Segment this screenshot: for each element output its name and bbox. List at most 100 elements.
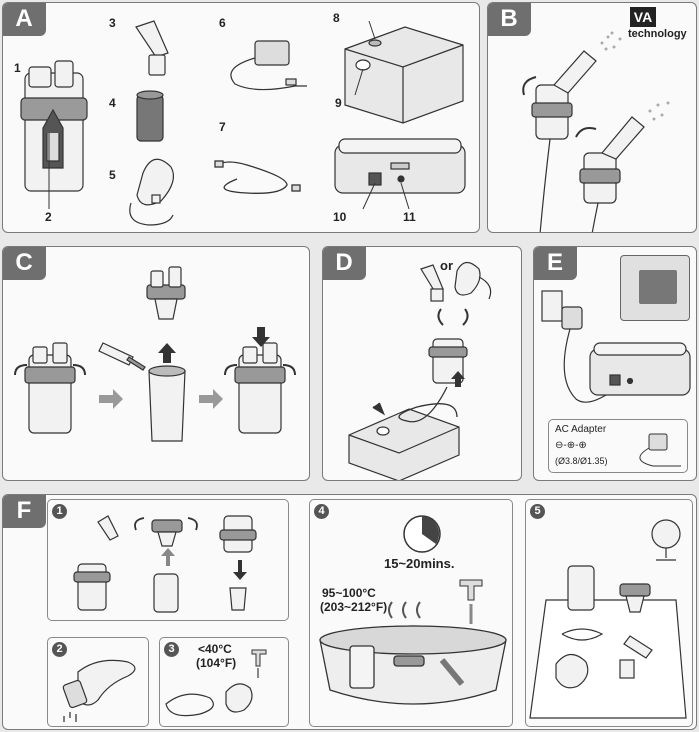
nebulizer-closed-drawing [24, 342, 76, 434]
rotate-arrow-icon [522, 76, 537, 96]
panel-f-label: F [3, 495, 46, 528]
filter-drawing [136, 90, 164, 142]
cup-filled-drawing [148, 365, 186, 442]
logo-mark: VA [630, 7, 656, 27]
push-arrow-icon [372, 402, 386, 416]
air-dry-drawing [529, 519, 687, 719]
nebulizer-drawing [428, 338, 468, 384]
mask-drawing [129, 158, 174, 226]
part-number: 7 [219, 120, 226, 134]
step-number: 4 [314, 504, 329, 519]
ac-adapter-title: AC Adapter [555, 424, 607, 435]
clean-step-5: 5 [525, 499, 693, 727]
panel-b-label: B [488, 3, 531, 36]
down-arrow-icon [252, 327, 270, 347]
panel-c-label: C [3, 247, 46, 280]
boil-temperature-c: 95~100°C [322, 586, 376, 600]
panel-d: D or [322, 246, 522, 481]
up-arrow-icon [161, 548, 175, 566]
rotate-arrow-icon [14, 364, 28, 376]
up-arrow-icon [451, 371, 465, 387]
logo-word: technology [628, 28, 687, 40]
boil-temperature-f: (203~212°F) [320, 600, 388, 614]
part-number: 10 [333, 210, 347, 224]
clean-step-4: 4 15~20mins. 95~100°C (203~212°F) [309, 499, 513, 727]
clean-step-3: 3 <40°C (104°F) [159, 637, 289, 727]
boiling-pot-drawing [319, 625, 507, 705]
ac-adapter-spec-box: AC Adapter ⊖-⊕-⊕ (Ø3.8/Ø1.35) [548, 419, 688, 473]
panel-c: C [2, 246, 310, 481]
rotate-arrow-icon [575, 127, 597, 138]
mouthpiece-drawing [420, 264, 444, 302]
panel-b: B VA technology [487, 2, 697, 233]
towel-drawing [529, 599, 687, 719]
va-technology-logo: VA technology [628, 7, 690, 43]
part-number: 1 [14, 61, 21, 75]
spray-mist-1 [600, 31, 622, 51]
panel-a-label: A [3, 3, 46, 36]
connect-arrow-icon [437, 308, 469, 326]
clean-step-1: 1 [47, 499, 289, 621]
power-switch-icon [639, 270, 677, 304]
step-number: 3 [164, 642, 179, 657]
or-label: or [440, 258, 453, 273]
faucet-icon [251, 649, 267, 667]
part-number: 4 [109, 96, 116, 110]
boil-drawing [319, 515, 507, 705]
panel-d-label: D [323, 247, 366, 280]
polarity-symbol: ⊖-⊕-⊕ [555, 440, 587, 451]
nebulizer-assembled-drawing [234, 342, 286, 434]
nebulizer-spray-drawing-2 [579, 116, 645, 232]
mouthpiece-drawing [135, 20, 169, 76]
panel-e-illustration [541, 290, 691, 403]
medicine-vial-drawing [98, 342, 146, 371]
panel-d-illustration [348, 261, 492, 480]
panel-e: E AC Adapter ⊖-⊕-⊕ (Ø3.8/Ø1.35) [533, 246, 697, 481]
part-number: 9 [335, 96, 342, 110]
fan-icon [651, 519, 681, 561]
adapter-small-drawing [639, 433, 681, 467]
compressor-drawing [348, 408, 460, 480]
step-number: 2 [52, 642, 67, 657]
rinse-temperature-c: <40°C [198, 642, 232, 656]
plug-dimensions: (Ø3.8/Ø1.35) [555, 456, 608, 466]
panel-f: F 1 2 [2, 494, 697, 730]
air-tube-drawing [398, 386, 458, 423]
boil-time: 15~20mins. [384, 556, 455, 571]
panel-a-illustration [20, 20, 466, 226]
part-number: 8 [333, 11, 340, 25]
part-number: 2 [45, 210, 52, 224]
air-tube-drawing [214, 160, 301, 194]
wall-outlet-drawing [541, 290, 563, 322]
rotate-arrow-icon [134, 517, 198, 531]
clock-icon [403, 515, 441, 553]
part-number: 6 [219, 16, 226, 30]
power-switch-inset [620, 255, 690, 321]
down-arrow-icon [233, 560, 247, 580]
step-number: 1 [52, 504, 67, 519]
part-number: 5 [109, 168, 116, 182]
nebulizer-spray-drawing-1 [531, 50, 597, 232]
nebulizer-kit-drawing [20, 60, 88, 192]
next-step-arrow-icon [99, 389, 123, 409]
compressor-back-drawing [334, 138, 466, 194]
rotate-arrow-icon [224, 364, 238, 376]
rinse-temperature-f: (104°F) [196, 656, 237, 670]
rotate-arrow-icon [72, 364, 86, 376]
compressor-drawing [589, 342, 691, 396]
panel-c-illustration [14, 266, 296, 442]
panel-b-illustration [522, 31, 670, 232]
clean-step-2: 2 [47, 637, 149, 727]
part-number: 3 [109, 16, 116, 30]
mask-drawing [454, 261, 492, 300]
up-arrow-icon [158, 343, 176, 363]
ac-adapter-drawing [561, 306, 607, 403]
disassemble-drawing [73, 515, 257, 613]
steam-icon [388, 601, 421, 619]
nebulizer-top-drawing [146, 266, 186, 320]
panel-e-label: E [534, 247, 577, 280]
shake-dry-drawing [62, 659, 136, 722]
faucet-icon [459, 579, 483, 601]
rinse-drawing [165, 649, 267, 717]
next-step-arrow-icon [199, 389, 223, 409]
